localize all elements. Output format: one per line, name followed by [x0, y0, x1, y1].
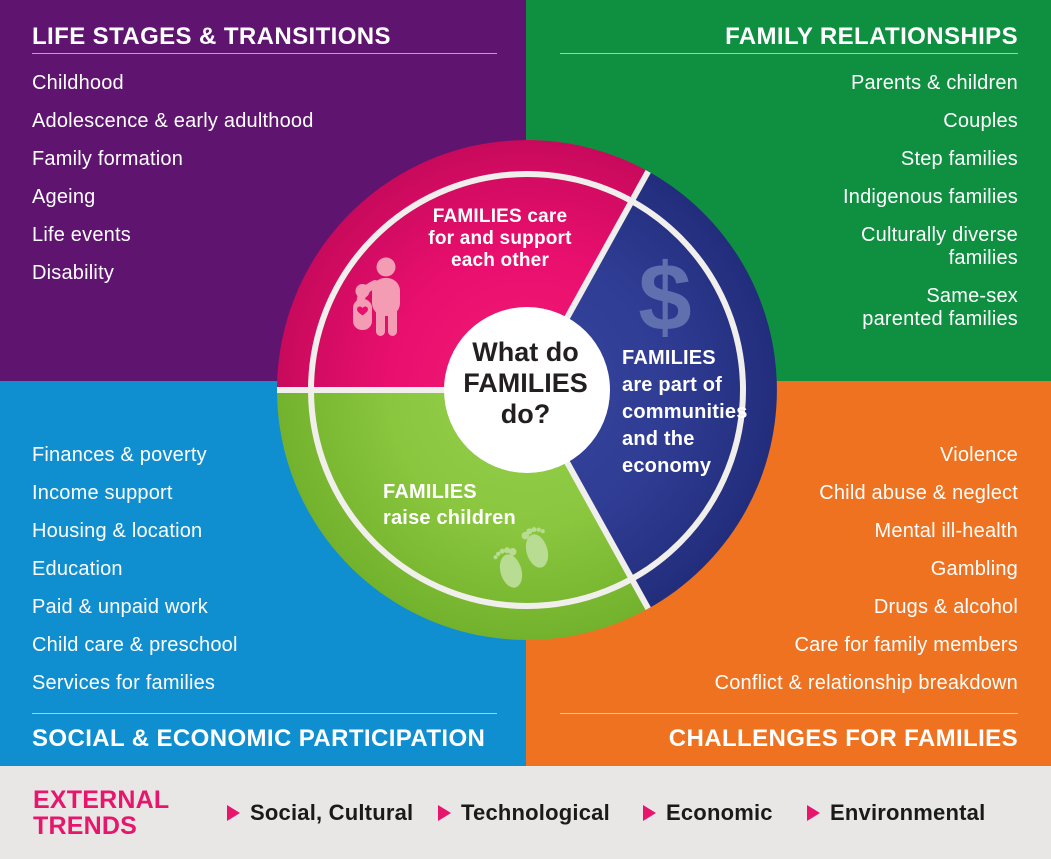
trend-label: Environmental: [830, 800, 986, 825]
external-trends-label: EXTERNAL TRENDS: [33, 786, 170, 840]
list-item: Paid & unpaid work: [32, 596, 208, 618]
quadrant-title: SOCIAL & ECONOMIC PARTICIPATION: [32, 725, 486, 752]
triangle-bullet-icon: [438, 805, 451, 821]
list-item: Services for families: [32, 672, 216, 694]
challenges-list: Violence Child abuse & neglect Mental il…: [636, 444, 1018, 710]
list-item: Step families: [900, 148, 1018, 170]
list-item: Same-sex parented families: [862, 285, 1018, 330]
quadrant-title: CHALLENGES FOR FAMILIES: [668, 725, 1018, 752]
list-item: Conflict & relationship breakdown: [714, 672, 1018, 694]
title-overline: [32, 713, 497, 714]
list-item: Income support: [32, 482, 173, 504]
trend-label: Economic: [666, 800, 773, 825]
footprints-icon: [493, 527, 549, 588]
external-trends-bar: EXTERNAL TRENDS Social, Cultural Technol…: [0, 766, 1051, 859]
title-underline: [560, 53, 1018, 54]
trend-economic: Economic: [643, 800, 773, 826]
list-item: Couples: [943, 110, 1018, 132]
parent-child-icon: [353, 257, 400, 336]
list-item: Violence: [940, 444, 1018, 466]
list-item: Ageing: [32, 186, 96, 208]
list-item: Housing & location: [32, 520, 203, 542]
list-item: Education: [32, 558, 123, 580]
family-relationships-list: Parents & children Couples Step families…: [726, 72, 1018, 346]
title-underline: [32, 53, 497, 54]
segment-label-care: FAMILIES care for and support each other: [428, 206, 572, 271]
trend-label: Technological: [461, 800, 610, 825]
list-item: Culturally diverse families: [861, 224, 1018, 269]
list-item: Childhood: [32, 72, 124, 94]
quadrant-title: LIFE STAGES & TRANSITIONS: [32, 23, 391, 50]
list-item: Disability: [32, 262, 115, 284]
dollar-icon: $: [638, 244, 691, 351]
segment-label-economy: FAMILIES are part of communities and the…: [622, 347, 748, 477]
wheel-center-question: What do FAMILIES do?: [463, 337, 588, 429]
trend-label: Social, Cultural: [250, 800, 414, 825]
segment-label-raise: FAMILIES raise children: [383, 481, 516, 529]
wheel-center-circle: [444, 307, 610, 473]
list-item: Child abuse & neglect: [819, 482, 1018, 504]
trend-environmental: Environmental: [807, 800, 985, 826]
trend-technological: Technological: [438, 800, 610, 826]
triangle-bullet-icon: [807, 805, 820, 821]
list-item: Indigenous families: [842, 186, 1018, 208]
life-stages-list: Childhood Adolescence & early adulthood …: [32, 72, 314, 300]
title-overline: [560, 713, 1018, 714]
list-item: Care for family members: [794, 634, 1018, 656]
trend-social-cultural: Social, Cultural: [227, 800, 413, 826]
list-item: Life events: [32, 224, 131, 246]
list-item: Gambling: [930, 558, 1018, 580]
list-item: Child care & preschool: [32, 634, 238, 656]
list-item: Drugs & alcohol: [873, 596, 1018, 618]
triangle-bullet-icon: [643, 805, 656, 821]
social-economic-list: Finances & poverty Income support Housin…: [32, 444, 238, 710]
list-item: Adolescence & early adulthood: [32, 110, 314, 132]
list-item: Mental ill-health: [874, 520, 1018, 542]
families-wheel-svg: $: [277, 140, 777, 640]
list-item: Family formation: [32, 148, 184, 170]
list-item: Parents & children: [850, 72, 1018, 94]
list-item: Finances & poverty: [32, 444, 207, 466]
quadrant-title: FAMILY RELATIONSHIPS: [725, 23, 1018, 50]
triangle-bullet-icon: [227, 805, 240, 821]
